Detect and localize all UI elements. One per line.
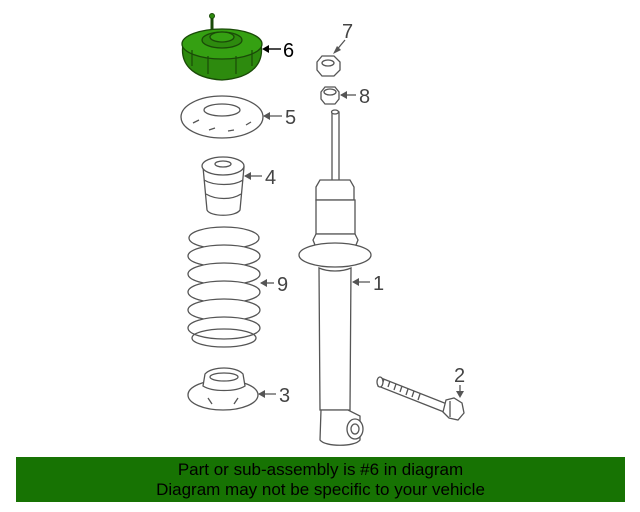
callout-8: 8 (340, 86, 370, 108)
svg-text:3: 3 (279, 385, 290, 407)
svg-text:4: 4 (265, 167, 276, 189)
part-3-spring-seat[interactable] (187, 367, 259, 411)
callout-2: 2 (454, 365, 465, 398)
banner-line-2: Diagram may not be specific to your vehi… (156, 480, 485, 499)
part-7-nut[interactable] (316, 55, 341, 77)
part-8-washer[interactable] (320, 86, 340, 105)
part-5-insulator[interactable] (180, 95, 264, 139)
callout-9: 9 (260, 274, 288, 296)
svg-text:5: 5 (285, 107, 296, 129)
svg-text:9: 9 (277, 274, 288, 296)
part-2-bolt[interactable] (376, 376, 465, 421)
callout-3: 3 (258, 385, 290, 407)
part-9-coil-spring[interactable] (187, 226, 261, 348)
part-6-upper-mount[interactable] (181, 13, 263, 81)
callout-1: 1 (352, 273, 384, 295)
part-1-shock-absorber[interactable] (298, 109, 372, 446)
svg-text:7: 7 (342, 21, 353, 43)
svg-text:2: 2 (454, 365, 465, 387)
svg-text:8: 8 (359, 86, 370, 108)
callout-7: 7 (333, 21, 353, 54)
callout-5: 5 (263, 107, 296, 129)
part-4-bump-stop[interactable] (201, 156, 245, 216)
info-banner: Part or sub-assembly is #6 in diagram Di… (16, 457, 625, 502)
banner-line-1: Part or sub-assembly is #6 in diagram (177, 460, 464, 479)
callout-4: 4 (244, 167, 276, 189)
callout-6: 6 (262, 40, 294, 62)
svg-text:6: 6 (283, 40, 294, 62)
parts-diagram: 6 5 4 9 (180, 13, 465, 446)
svg-text:1: 1 (373, 273, 384, 295)
